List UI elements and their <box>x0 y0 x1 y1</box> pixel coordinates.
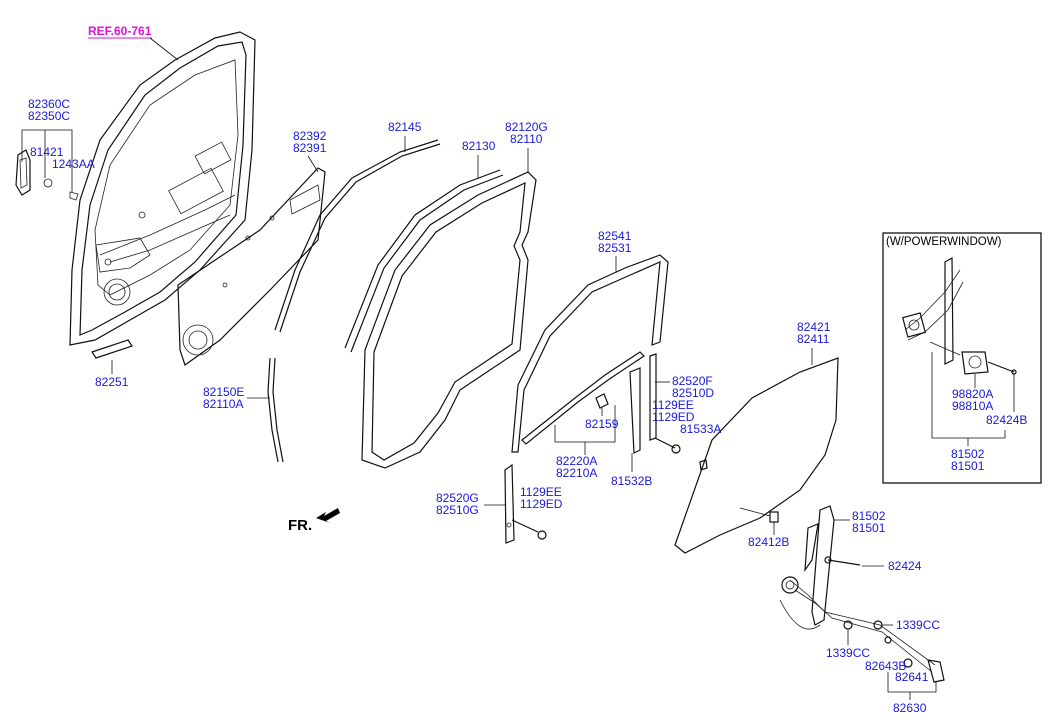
door-trim-panel <box>177 167 326 366</box>
door-glass <box>674 357 839 554</box>
outside-handle <box>15 149 79 201</box>
callout-98820a: 98820A <box>952 387 993 401</box>
glass-run-channel <box>511 254 669 453</box>
ref-leader <box>149 37 179 61</box>
leader-82392 <box>307 155 319 173</box>
callout-82392: 82392 <box>293 129 327 143</box>
callout-82110a: 82110A <box>203 397 243 411</box>
inner-run-strip <box>267 357 284 463</box>
callout-98810a: 98810A <box>952 399 993 413</box>
power-window-inset <box>882 232 1042 484</box>
door-panel <box>69 31 256 346</box>
front-label: FR. <box>288 517 312 534</box>
outer-belt-strip <box>274 139 441 333</box>
callout-1129ee-lower: 1129EE <box>520 485 562 499</box>
callout-1129ed-upper: 1129ED <box>652 410 695 424</box>
callout-82510g: 82510G <box>436 503 479 517</box>
callout-82130: 82130 <box>462 139 496 153</box>
door-weatherstrip <box>361 171 537 469</box>
callout-1129ee-upper: 1129EE <box>652 398 694 412</box>
front-arrow-icon <box>316 508 340 523</box>
clip-81533a <box>699 459 708 471</box>
callout-82541: 82541 <box>598 229 632 243</box>
ref-label: REF.60-761 <box>88 24 152 38</box>
callout-82120g: 82120G <box>505 120 548 134</box>
callout-82421: 82421 <box>797 320 831 334</box>
lower-trim-strip <box>91 339 133 359</box>
callout-82630: 82630 <box>893 701 927 715</box>
callout-82110: 82110 <box>510 132 543 146</box>
callout-82145: 82145 <box>388 120 422 134</box>
callout-82641: 82641 <box>895 670 929 684</box>
callout-82251: 82251 <box>95 375 129 389</box>
callout-82412b: 82412B <box>748 535 789 549</box>
callout-82210a: 82210A <box>556 466 597 480</box>
bolt-upper <box>654 437 681 454</box>
belt-channel <box>521 351 645 445</box>
callout-1129ed-lower: 1129ED <box>520 497 563 511</box>
door-seal-inner <box>344 169 504 353</box>
callout-1243aa: 1243AA <box>52 157 95 171</box>
callout-82520g: 82520G <box>436 491 479 505</box>
callout-82531: 82531 <box>598 241 632 255</box>
leader-82630 <box>887 672 937 700</box>
callout-82520f: 82520F <box>672 374 713 388</box>
callout-81501-main: 81501 <box>852 521 886 535</box>
power-regulator <box>901 256 1017 375</box>
window-regulator <box>739 505 945 683</box>
callout-81502-main: 81502 <box>852 509 886 523</box>
callout-82360c: 82360C <box>28 97 70 111</box>
callout-81501-inset: 81501 <box>951 459 985 473</box>
callout-1339cc-left: 1339CC <box>826 646 870 660</box>
callout-82150e: 82150E <box>203 385 244 399</box>
callout-82643b: 82643B <box>865 659 906 673</box>
callout-81502-inset: 81502 <box>951 447 985 461</box>
callout-81532b: 81532B <box>611 474 652 488</box>
leader-81502-inset <box>931 352 1006 446</box>
clip-82159 <box>595 393 609 409</box>
callout-82220a: 82220A <box>556 454 597 468</box>
leader-82360c <box>21 129 73 192</box>
callout-82424b: 82424B <box>986 413 1027 427</box>
callout-81421: 81421 <box>30 145 64 159</box>
callout-82510d: 82510D <box>672 386 714 400</box>
lower-channel <box>504 463 547 544</box>
callout-82411: 82411 <box>797 332 830 346</box>
callout-81533a: 81533A <box>680 422 721 436</box>
callout-82391: 82391 <box>293 141 327 155</box>
inset-title: (W/POWERWINDOW) <box>886 236 1002 248</box>
callout-82350c: 82350C <box>28 109 70 123</box>
callout-1339cc-right: 1339CC <box>896 618 940 632</box>
callout-82424-main: 82424 <box>888 559 922 573</box>
callout-82159: 82159 <box>585 417 619 431</box>
